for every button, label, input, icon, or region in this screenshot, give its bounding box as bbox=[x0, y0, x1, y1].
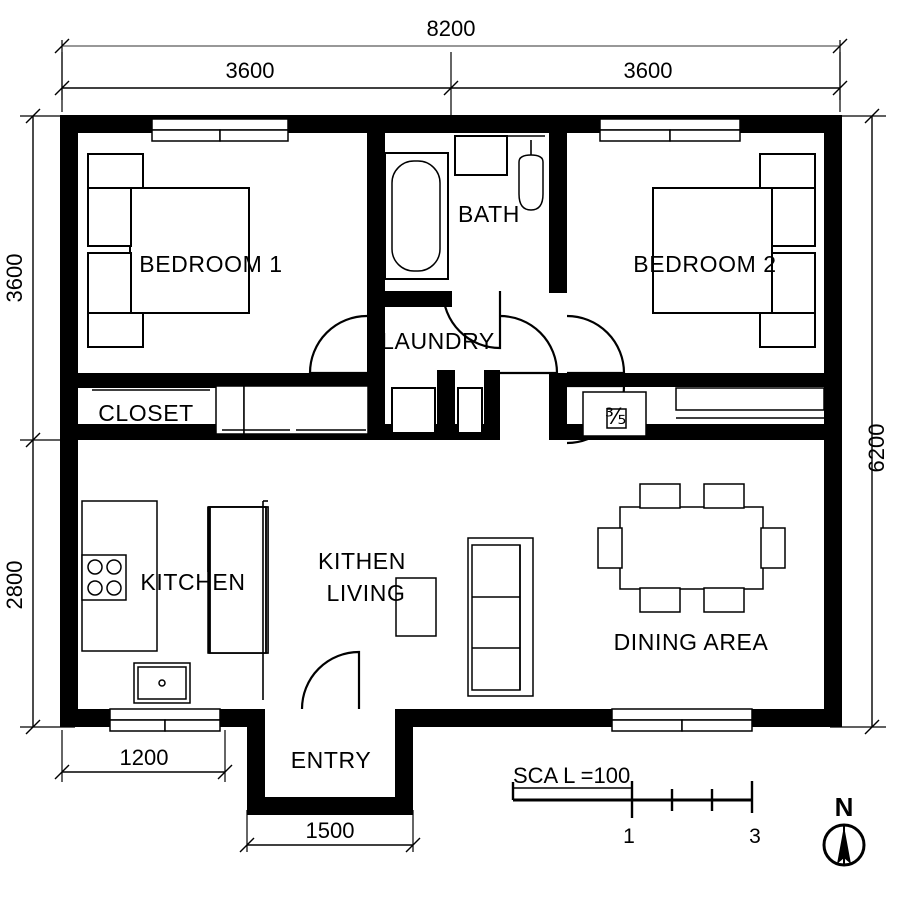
furniture-hall-right: ⅗ bbox=[582, 387, 825, 437]
furniture-bedroom-1 bbox=[87, 153, 250, 348]
dimension-top-bays bbox=[54, 52, 848, 118]
furniture-bedroom-2 bbox=[652, 153, 816, 348]
furniture-dining bbox=[597, 483, 786, 613]
svg-text:⅗: ⅗ bbox=[605, 404, 627, 429]
dimension-kitchen-window-width: 1200 bbox=[120, 745, 169, 770]
north-arrow-graphic bbox=[822, 823, 866, 867]
furniture-laundry bbox=[391, 387, 483, 434]
dimension-kitchen-window bbox=[54, 730, 233, 782]
dimension-bay-right: 3600 bbox=[624, 58, 673, 83]
furniture-living bbox=[395, 537, 534, 697]
room-label-bedroom-1: BEDROOM 1 bbox=[139, 251, 282, 277]
room-label-bath: BATH bbox=[458, 201, 520, 227]
room-label-closet: CLOSET bbox=[98, 400, 194, 426]
scale-bar-label: SCA L =100 bbox=[513, 763, 630, 788]
room-label-bedroom-2: BEDROOM 2 bbox=[633, 251, 776, 277]
room-label-kitchen: KITCHEN bbox=[140, 569, 245, 595]
windows bbox=[109, 118, 753, 732]
dimension-right-overall: 6200 bbox=[864, 424, 889, 473]
scale-tick-label-3: 3 bbox=[749, 825, 761, 848]
dimension-overall-width: 8200 bbox=[427, 16, 476, 41]
dimension-entry-width-label: 1500 bbox=[306, 818, 355, 843]
scale-tick-label-1: 1 bbox=[623, 825, 635, 848]
furniture-bath bbox=[384, 135, 545, 280]
room-label-laundry: LAUNDRY bbox=[381, 328, 495, 354]
dimension-left-upper: 3600 bbox=[2, 254, 27, 303]
furniture-closet bbox=[92, 385, 369, 435]
furniture-kitchen bbox=[81, 500, 269, 704]
dimension-bay-left: 3600 bbox=[226, 58, 275, 83]
scale-bar-graphic bbox=[511, 781, 754, 818]
north-arrow-label: N bbox=[835, 792, 854, 822]
room-label-living-line1: KITHEN bbox=[318, 548, 406, 574]
dimension-entry-width bbox=[239, 810, 421, 853]
dimension-left-lower: 2800 bbox=[2, 561, 27, 610]
room-label-dining-area: DINING AREA bbox=[614, 629, 769, 655]
room-label-living-line2: LIVING bbox=[326, 580, 405, 606]
room-label-entry: ENTRY bbox=[291, 747, 372, 773]
